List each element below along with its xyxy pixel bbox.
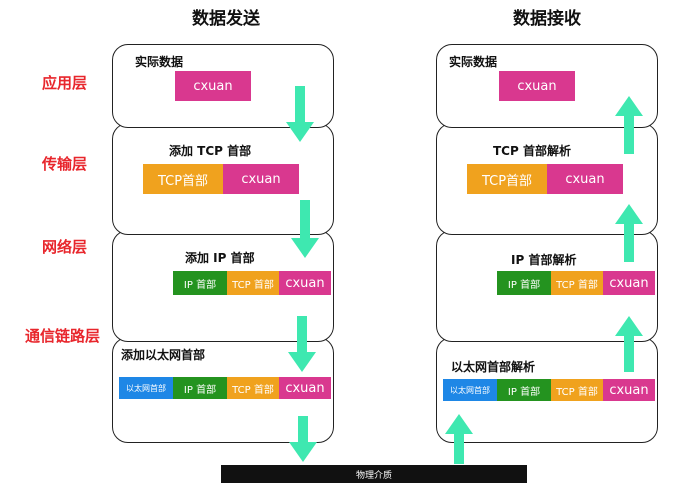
receive-application-data: cxuan (499, 71, 575, 101)
receive-network-box: IP 首部解析 IP 首部 TCP 首部 cxuan (436, 230, 658, 342)
receive-link-data: cxuan (603, 379, 655, 401)
receive-transport-box: TCP 首部解析 TCP首部 cxuan (436, 123, 658, 235)
send-transport-title: 添加 TCP 首部 (169, 144, 252, 158)
send-link-data: cxuan (279, 377, 331, 399)
send-network-tcp-header: TCP 首部 (227, 271, 279, 295)
receive-transport-title: TCP 首部解析 (493, 144, 571, 158)
receive-link-box: 以太网首部解析 以太网首部 IP 首部 TCP 首部 cxuan (436, 337, 658, 443)
physical-medium-bar: 物理介质 (221, 465, 527, 483)
send-network-data: cxuan (279, 271, 331, 295)
send-arrow-app-to-transport-icon (286, 86, 314, 142)
send-arrow-transport-to-network-icon (291, 200, 319, 258)
send-link-title: 添加以太网首部 (121, 348, 206, 362)
receive-link-title: 以太网首部解析 (451, 360, 536, 374)
send-link-eth-header: 以太网首部 (119, 377, 173, 399)
receive-transport-data: cxuan (547, 164, 623, 194)
receive-link-ip-header: IP 首部 (497, 379, 551, 401)
send-arrow-network-to-link-icon (288, 316, 316, 372)
send-transport-data: cxuan (223, 164, 299, 194)
layer-label-network: 网络层 (42, 238, 88, 256)
send-application-title: 实际数据 (135, 55, 184, 69)
receive-application-title: 实际数据 (449, 55, 498, 69)
receive-network-data: cxuan (603, 271, 655, 295)
receive-link-tcp-header: TCP 首部 (551, 379, 603, 401)
send-network-title: 添加 IP 首部 (185, 251, 255, 265)
send-transport-box: 添加 TCP 首部 TCP首部 cxuan (112, 123, 334, 235)
layer-label-link: 通信链路层 (25, 327, 101, 345)
receive-network-ip-header: IP 首部 (497, 271, 551, 295)
send-link-tcp-header: TCP 首部 (227, 377, 279, 399)
receive-arrow-network-to-transport-icon (615, 204, 643, 262)
receive-network-tcp-header: TCP 首部 (551, 271, 603, 295)
receive-network-title: IP 首部解析 (511, 253, 577, 267)
receive-title: 数据接收 (513, 9, 581, 29)
layer-label-application: 应用层 (42, 74, 88, 92)
send-transport-tcp-header: TCP首部 (143, 164, 223, 194)
receive-transport-tcp-header: TCP首部 (467, 164, 547, 194)
send-application-data: cxuan (175, 71, 251, 101)
send-link-ip-header: IP 首部 (173, 377, 227, 399)
send-title: 数据发送 (192, 9, 260, 29)
send-network-ip-header: IP 首部 (173, 271, 227, 295)
receive-arrow-link-to-network-icon (615, 316, 643, 372)
send-arrow-link-to-medium-icon (289, 416, 317, 462)
receive-arrow-transport-to-app-icon (615, 96, 643, 154)
receive-link-eth-header: 以太网首部 (443, 379, 497, 401)
layer-label-transport: 传输层 (42, 155, 88, 173)
receive-arrow-medium-to-link-icon (445, 414, 473, 464)
